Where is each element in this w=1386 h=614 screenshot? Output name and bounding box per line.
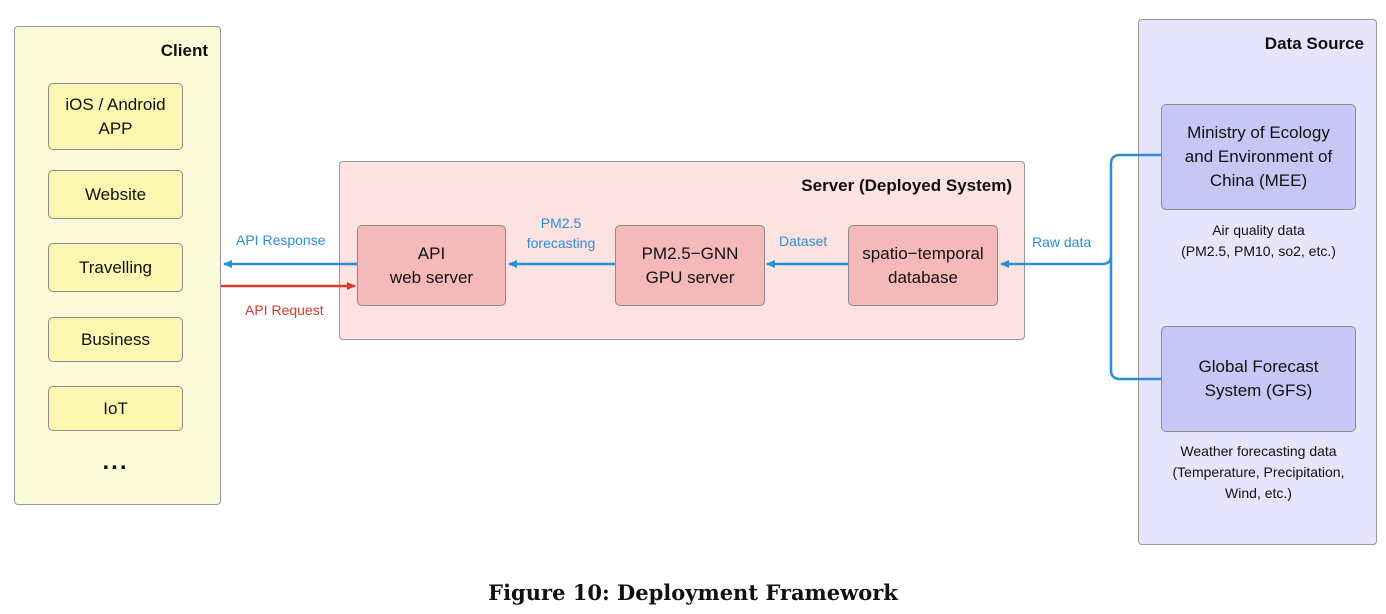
arrow-raw-data-bracket xyxy=(1109,153,1161,381)
api-web-server: API web server xyxy=(357,225,506,306)
client-more-ellipsis: ... xyxy=(102,448,129,475)
server-title: Server (Deployed System) xyxy=(801,176,1012,195)
label-api-response: API Response xyxy=(236,232,326,248)
client-item-business: Business xyxy=(48,317,183,362)
client-item-travelling: Travelling xyxy=(48,243,183,292)
spatio-temporal-database: spatio−temporal database xyxy=(848,225,998,306)
label-raw-data: Raw data xyxy=(1032,234,1092,250)
label-pm25-forecasting: PM2.5 forecasting xyxy=(526,215,596,251)
mee-source: Ministry of Ecology and Environment of C… xyxy=(1161,104,1356,210)
client-title: Client xyxy=(160,41,208,60)
data-source-title: Data Source xyxy=(1264,34,1364,53)
mee-description: Air quality data (PM2.5, PM10, so2, etc.… xyxy=(1181,222,1336,259)
label-api-request: API Request xyxy=(245,302,324,318)
label-dataset: Dataset xyxy=(779,233,828,249)
figure-caption: Figure 10: Deployment Framework xyxy=(488,580,898,605)
client-item-website: Website xyxy=(48,170,183,219)
arrow-raw-data xyxy=(1000,255,1113,268)
pm25-gnn-gpu-server: PM2.5−GNN GPU server xyxy=(615,225,765,306)
gfs-description: Weather forecasting data (Temperature, P… xyxy=(1172,443,1345,501)
client-item-iot: IoT xyxy=(48,386,183,431)
client-item-app: iOS / Android APP xyxy=(48,83,183,150)
gfs-source: Global Forecast System (GFS) xyxy=(1161,326,1356,432)
